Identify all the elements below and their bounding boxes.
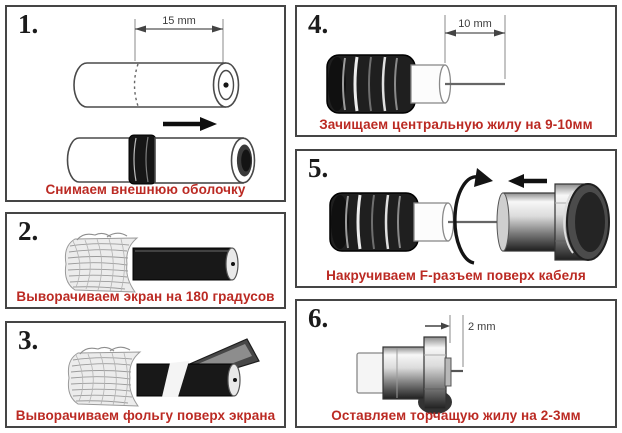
outer-sheath-piece [154,137,244,184]
hex-nut [423,336,447,410]
step-5-illustration [328,168,610,265]
step-caption: Выворачиваем фольгу поверх экрана [15,408,276,423]
foil-highlight [162,361,189,397]
folded-braid-shield [64,232,138,293]
braid-shield-ring [128,134,157,185]
dimension-2mm: 2 mm [425,315,496,367]
step-number: 2. [18,216,39,246]
cable-jacket-end [356,352,386,394]
panel-step-6: 6. 2 mm [295,299,617,428]
panel-step-4: 4. 10 mm Зачищаем центральную жилу на 9-… [295,5,617,137]
step-1-illustration: 15 mm [66,15,256,185]
f-connector [496,183,610,261]
step-number: 6. [308,303,329,333]
foil-covered-core [132,247,239,281]
dimension-10mm: 10 mm [444,15,506,79]
stripped-cable [325,53,505,115]
dimension-label: 15 mm [162,15,196,27]
stripped-cable [328,191,510,253]
dimension-arrow [445,29,456,37]
panel-step-3: 3. Выворачиваем фольгу поверх экрана [5,321,286,428]
slide-left-arrow [508,174,547,188]
step-2-illustration [64,232,239,293]
step-number: 4. [308,9,329,39]
panel-step-5: 5. [295,149,617,288]
foil-covered-core [136,361,241,397]
step-caption: Снимаем внешнюю оболочку [45,182,246,197]
step-number: 1. [18,9,39,39]
step-number: 5. [308,153,329,183]
dimension-arrow [212,25,223,33]
step-caption: Накручиваем F-разъем поверх кабеля [326,268,586,283]
step-caption: Выворачиваем экран на 180 градусов [16,289,275,304]
step-4-illustration: 10 mm [325,15,506,115]
rotate-arrow [453,168,493,265]
folded-braid-shield [67,346,141,407]
step-caption: Оставляем торчащую жилу на 2-3мм [331,408,581,423]
step-caption: Зачищаем центральную жилу на 9-10мм [319,117,593,132]
dimension-arrow [494,29,505,37]
panel-step-1: 1. 15 mm [5,5,286,202]
dimension-label: 2 mm [468,321,496,333]
dimension-label: 10 mm [458,18,492,30]
dimension-15mm: 15 mm [134,15,224,63]
slide-right-arrow [163,117,217,131]
cable-jacket-removal [66,134,256,185]
coax-cable-whole [73,62,240,108]
step-6-illustration: 2 mm [356,315,496,414]
panel-step-2: 2. Выворачиваем экран на 180 градусов [5,212,286,309]
assembled-f-connector [356,336,463,414]
step-number: 3. [18,325,39,355]
dimension-arrow [441,322,450,330]
step-3-illustration [67,338,260,407]
dimension-arrow [135,25,146,33]
